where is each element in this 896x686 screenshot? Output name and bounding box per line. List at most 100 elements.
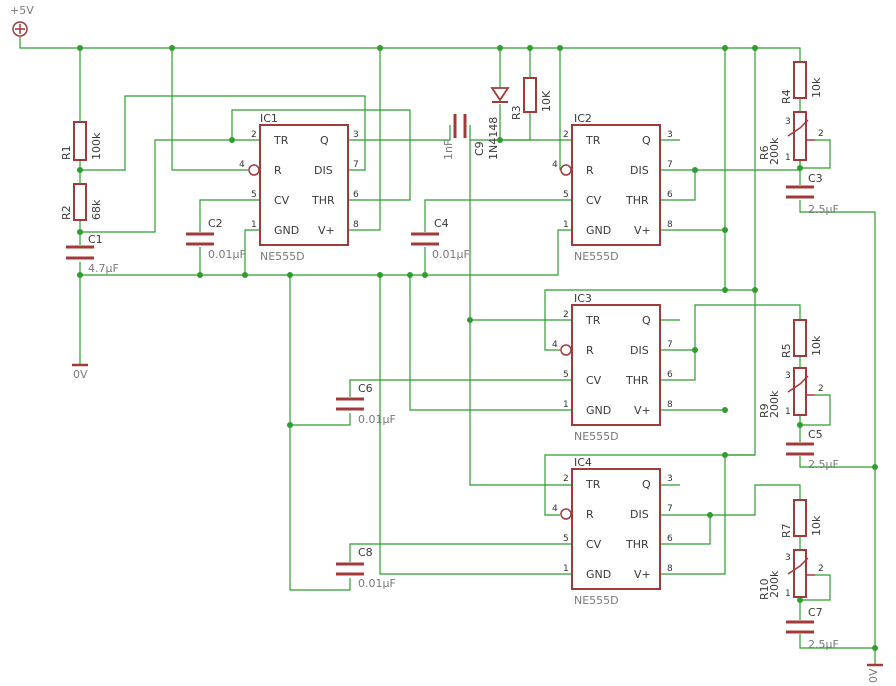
pot-r9: R9 200k 3 2 1 xyxy=(758,367,824,418)
junction-dot xyxy=(752,45,758,51)
resistor-body-icon xyxy=(793,61,807,99)
pin-name-cv: CV xyxy=(586,194,602,207)
resistor-body-icon xyxy=(523,77,537,113)
junction-dot xyxy=(287,272,293,278)
pin-name-tr: TR xyxy=(585,134,601,147)
ic4: IC4 NE555D TR R CV GND Q DIS THR V+ 2 4 … xyxy=(552,456,673,607)
pin-name-r: R xyxy=(586,508,594,521)
junction-dot xyxy=(377,45,383,51)
resistor-r3: R3 10K xyxy=(510,77,553,120)
ic-body xyxy=(571,124,661,246)
ground-to-ic3 xyxy=(409,275,572,411)
pin-num: 5 xyxy=(563,190,569,200)
ic-part: NE555D xyxy=(574,250,619,263)
resistor-body-icon xyxy=(73,121,87,161)
junction-dot xyxy=(722,287,728,293)
pin-num: 2 xyxy=(563,310,569,320)
junction-dot xyxy=(752,287,758,293)
pin-num: 3 xyxy=(667,474,673,484)
junction-dot xyxy=(557,45,563,51)
r10-wiper xyxy=(800,574,831,601)
pin-num: 1 xyxy=(563,220,569,230)
resistor-r1: R1 100k xyxy=(60,121,103,161)
resistor-ref: R4 xyxy=(780,89,793,104)
junction-dot xyxy=(467,317,473,323)
junction-dot xyxy=(872,645,878,651)
ic3-dis-to-r9 xyxy=(694,304,801,350)
pin-num: 3 xyxy=(353,130,359,140)
ic4-dis-thr xyxy=(660,514,711,545)
resistor-r2: R2 68k xyxy=(60,183,103,221)
resistor-r4: R4 10k xyxy=(780,61,823,104)
pin-name-q: Q xyxy=(642,134,651,147)
ic1-reset-wire xyxy=(171,48,248,171)
resistor-ref: R3 xyxy=(510,105,523,120)
cap-value: 1nF xyxy=(442,140,455,160)
cap-value: 2.5µF xyxy=(808,458,839,471)
pin-name-r: R xyxy=(586,164,594,177)
resistor-r7: R7 10k xyxy=(780,499,823,538)
pin-num: 2 xyxy=(251,130,257,140)
pin-name-thr: THR xyxy=(625,374,649,387)
reset-bubble-icon xyxy=(560,508,572,520)
pin-name-gnd: GND xyxy=(586,568,611,581)
junction-dot xyxy=(497,45,503,51)
supply-label: +5V xyxy=(10,4,34,17)
pin-name-tr: TR xyxy=(585,478,601,491)
pin-num: 8 xyxy=(353,220,359,230)
pin-name-gnd: GND xyxy=(586,404,611,417)
pin-num: 1 xyxy=(251,220,257,230)
cap-value: 4.7µF xyxy=(88,262,119,275)
resistor-ref: R1 xyxy=(60,145,73,160)
pin-name-q: Q xyxy=(642,314,651,327)
junction-dot xyxy=(197,272,203,278)
pot-body-icon xyxy=(793,549,807,598)
r9-wiper xyxy=(800,394,831,426)
junction-dot xyxy=(407,272,413,278)
pin-num: 5 xyxy=(563,534,569,544)
ic-ref: IC4 xyxy=(574,456,592,469)
reset-bubble-icon xyxy=(560,164,572,176)
cap-ref: C5 xyxy=(808,428,823,441)
pin-num: 8 xyxy=(667,220,673,230)
pin-num: 1 xyxy=(563,400,569,410)
junction-dot xyxy=(797,165,803,171)
r2c1-node-to-tr-thr xyxy=(80,139,260,233)
cap-ref: C3 xyxy=(808,172,823,185)
resistor-ref: R2 xyxy=(60,205,73,220)
junction-dot xyxy=(722,45,728,51)
pin-num: 6 xyxy=(353,190,359,200)
ic1-gnd-wire xyxy=(244,229,260,275)
wires xyxy=(19,37,876,665)
diode-triangle-icon xyxy=(490,87,510,102)
junction-dot xyxy=(797,597,803,603)
cap-ref: C7 xyxy=(808,606,823,619)
tr-bus xyxy=(469,140,572,486)
ground-to-c6 xyxy=(289,275,351,591)
pin-num: 5 xyxy=(563,370,569,380)
ic1-vplus-wire xyxy=(348,48,381,231)
ic1-cv-wire xyxy=(199,199,260,232)
supply-rail-right-drop xyxy=(725,48,756,456)
c9-to-ic2-tr xyxy=(469,125,572,141)
pin-num: 6 xyxy=(667,534,673,544)
pin-name-dis: DIS xyxy=(630,344,649,357)
cap-ref: C6 xyxy=(358,382,373,395)
pin-num: 4 xyxy=(552,340,558,350)
pot-wiper-arrow-icon xyxy=(787,119,809,137)
resistor-body-icon xyxy=(793,499,807,537)
resistor-ref: R7 xyxy=(780,523,793,538)
supply-rail xyxy=(19,37,801,62)
junction-dot xyxy=(229,137,235,143)
junction-dot xyxy=(707,512,713,518)
ic3-reset-wire xyxy=(544,289,725,351)
cap-ref: C8 xyxy=(358,546,373,559)
pot-body-icon xyxy=(793,367,807,416)
pin-name-tr: TR xyxy=(273,134,289,147)
capacitor-c2: C2 0.01µF xyxy=(186,217,246,261)
junction-dot xyxy=(797,422,803,428)
capacitor-c6: C6 0.01µF xyxy=(336,382,396,426)
ground-label-left: 0V xyxy=(73,368,88,381)
ic-body xyxy=(259,124,349,246)
cap-ref: C2 xyxy=(208,217,223,230)
